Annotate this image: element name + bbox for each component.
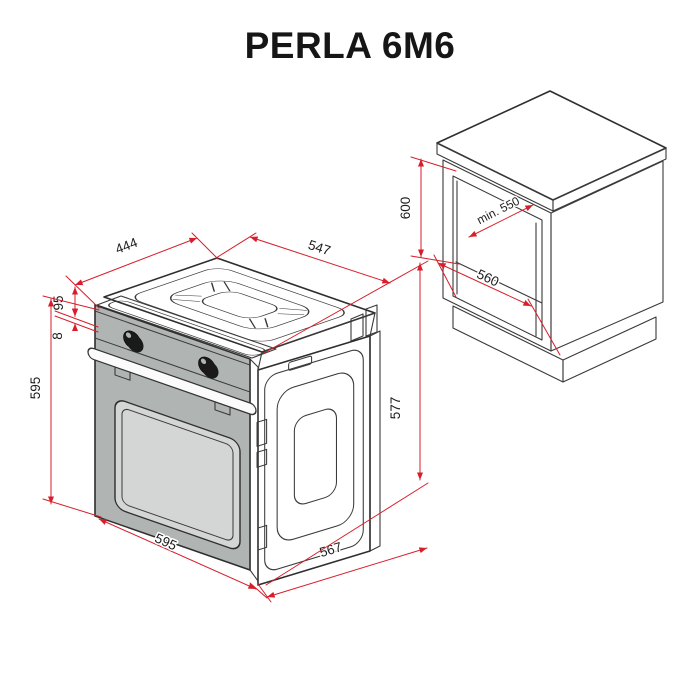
oven-body-height-dim: 577 (388, 397, 403, 420)
oven-door (87, 303, 257, 572)
oven-side-emboss-pattern (256, 349, 364, 571)
page-title: PERLA 6M6 (245, 25, 456, 66)
oven-vent-strip (96, 295, 277, 359)
oven-gap-dim: 8 (50, 332, 65, 340)
oven-drawing: 444 547 95 8 595 595 567 (27, 232, 429, 603)
oven-knob-right (198, 356, 219, 379)
oven-door-handle (87, 347, 257, 416)
side-top-clip (288, 355, 313, 371)
oven-control-panel-height-dim: 95 (51, 295, 66, 310)
control-strip-divider (94, 337, 251, 393)
cabinet-top-face (436, 90, 667, 201)
oven-top-depth-dim: 444 (113, 235, 140, 257)
oven-knob-left (123, 330, 144, 353)
cabinet-top-edge-right (552, 147, 667, 212)
niche-width-dim: 560 (475, 266, 502, 289)
cabinet-front-face (442, 159, 552, 352)
oven-top-width-dim: 547 (306, 237, 332, 258)
cabinet-side-face (550, 160, 664, 352)
oven-door-window (114, 400, 241, 550)
cabinet-drawing: 600 min. 550 560 (397, 90, 667, 383)
cabinet-plinth-front (452, 305, 564, 383)
oven-front-height-dim: 595 (28, 377, 43, 400)
cabinet-plinth-side (562, 316, 657, 383)
niche-height-dim: 600 (398, 197, 413, 220)
cabinet-niche-opening (452, 175, 543, 341)
oven-door-edge (249, 358, 259, 582)
